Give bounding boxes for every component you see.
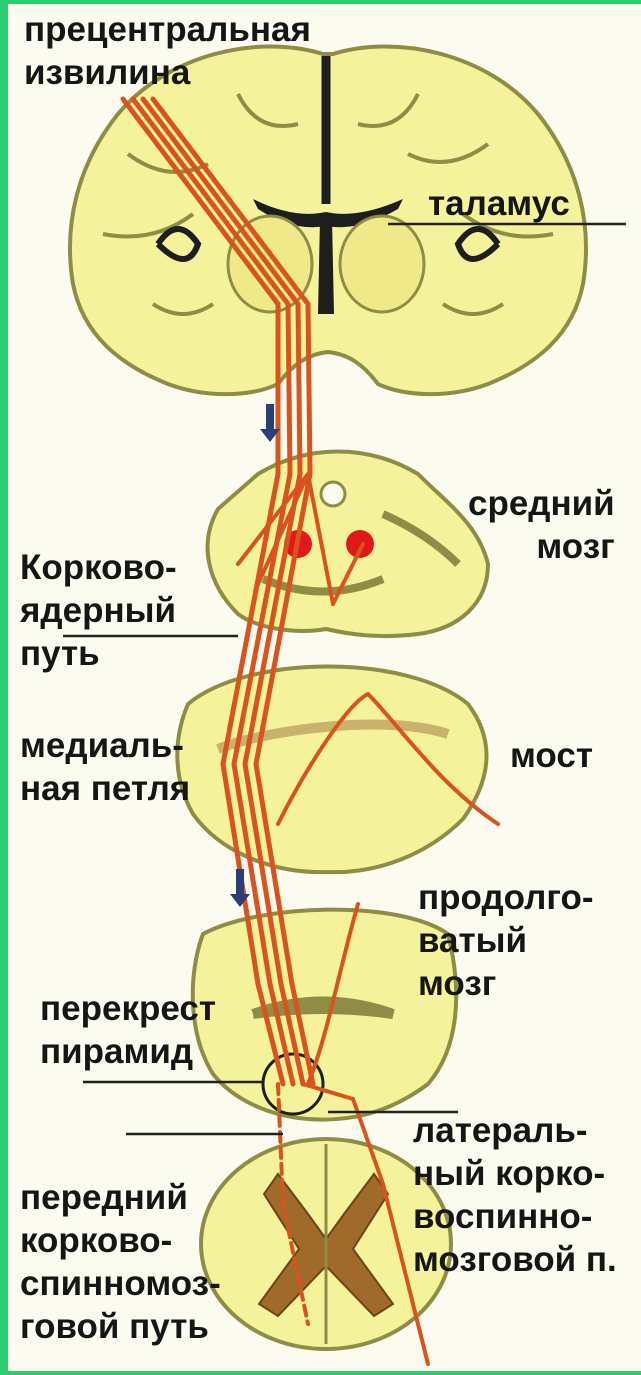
- label-medulla: продолго- ватый мозг: [418, 876, 594, 1005]
- label-anterior-tract: передний корково- спинномоз- говой путь: [20, 1176, 221, 1348]
- label-pyramid-decussation: перекрест пирамид: [40, 987, 216, 1073]
- label-medial-lemniscus: медиаль- ная петля: [20, 724, 190, 810]
- midbrain-section: [208, 452, 488, 637]
- cerebral-aqueduct: [321, 482, 345, 506]
- right-thalamus: [340, 216, 424, 312]
- label-lateral-tract: латераль- ный корко- воспинно- мозговой …: [413, 1109, 617, 1281]
- medulla-outline: [193, 910, 456, 1120]
- label-precentral-gyrus: прецентральная извилина: [24, 8, 311, 94]
- third-ventricle: [318, 219, 334, 314]
- label-midbrain: средний мозг: [468, 482, 615, 568]
- label-pons: мост: [510, 734, 593, 777]
- label-corticonuclear-tract: Корково- ядерный путь: [20, 546, 177, 675]
- label-thalamus: таламус: [428, 182, 570, 225]
- medulla-section: [193, 910, 456, 1120]
